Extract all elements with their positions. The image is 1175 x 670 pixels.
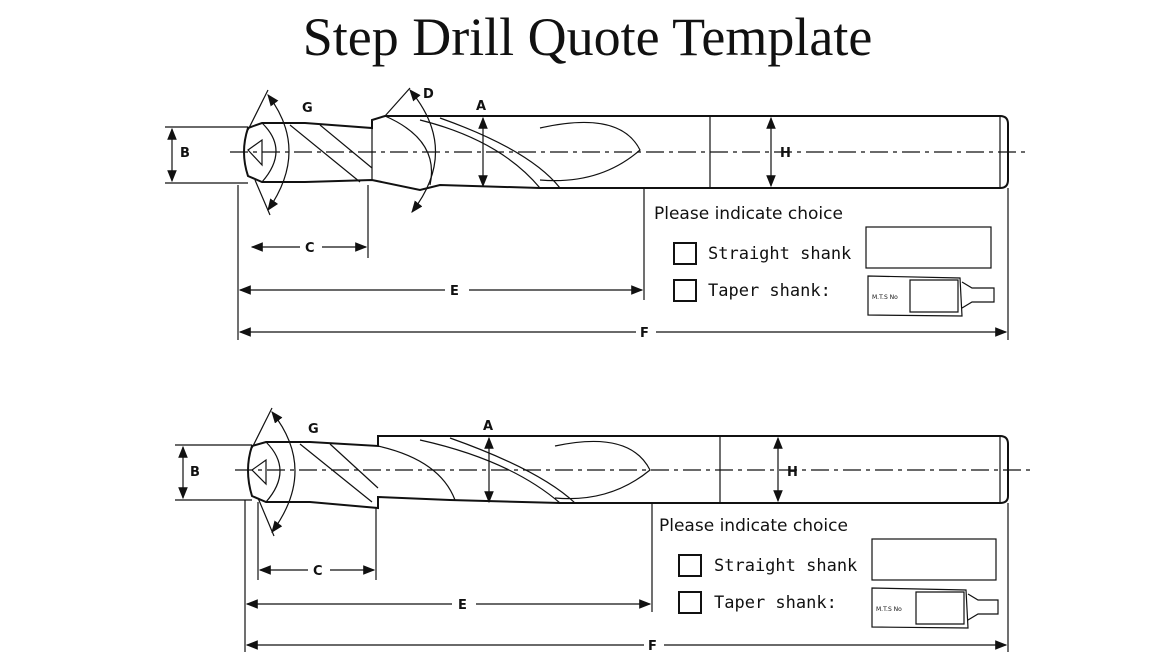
taper-shank-label: Taper shank: [714, 593, 837, 613]
drill-outline [230, 115, 1025, 192]
drill-outline [235, 435, 1030, 510]
dimension-lines [165, 87, 1009, 340]
label-c: C [305, 241, 315, 256]
taper-mts-label: M.T.S No [872, 294, 898, 301]
label-g: G [302, 101, 313, 116]
label-a: A [476, 99, 486, 114]
taper-shank-checkbox[interactable] [678, 591, 702, 614]
shank-choice-form: Please indicate choice Straight shank Ta… [654, 204, 995, 317]
straight-shank-label: Straight shank [714, 556, 857, 576]
label-f: F [640, 326, 649, 341]
label-b: B [180, 146, 190, 161]
label-f: F [648, 639, 657, 654]
choice-heading: Please indicate choice [659, 516, 848, 536]
straight-shank-checkbox[interactable] [673, 242, 697, 265]
label-e: E [458, 598, 467, 613]
dimension-lines [175, 407, 1009, 652]
label-c: C [313, 564, 323, 579]
drill-diagram-1: B G D A H C E F Please indicate choice S… [165, 87, 1025, 341]
straight-shank-checkbox[interactable] [678, 554, 702, 577]
taper-shank-icon[interactable]: M.T.S No [871, 587, 999, 629]
taper-shank-checkbox[interactable] [673, 279, 697, 302]
straight-shank-input[interactable] [871, 538, 997, 581]
shank-choice-form: Please indicate choice Straight shank Ta… [659, 516, 999, 629]
label-h: H [787, 465, 798, 480]
label-e: E [450, 284, 459, 299]
label-b: B [190, 465, 200, 480]
label-d: D [423, 87, 434, 102]
label-h: H [780, 146, 791, 161]
taper-mts-label: M.T.S No [876, 606, 902, 613]
taper-shank-icon[interactable]: M.T.S No [867, 275, 995, 317]
drill-diagram-2: B G A H C E F Please indicate choice Str… [175, 407, 1030, 654]
page-title: Step Drill Quote Template [302, 7, 873, 67]
label-a: A [483, 419, 493, 434]
label-g: G [308, 422, 319, 437]
taper-shank-label: Taper shank: [708, 281, 831, 301]
choice-heading: Please indicate choice [654, 204, 843, 224]
straight-shank-label: Straight shank [708, 244, 851, 264]
straight-shank-input[interactable] [865, 226, 992, 269]
